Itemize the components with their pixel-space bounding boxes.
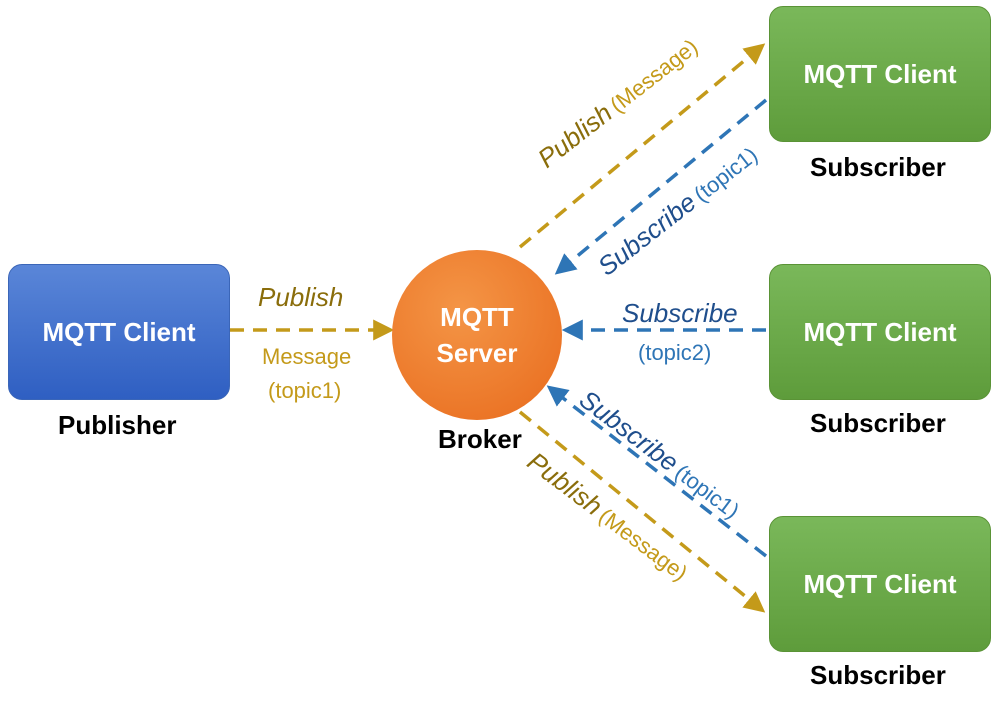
edge-sub2-subscribe-detail: (topic2) bbox=[638, 340, 712, 365]
subscriber-2-mqtt-client-box: MQTT Client bbox=[769, 264, 991, 400]
subscriber-1-caption: Subscriber bbox=[810, 152, 946, 182]
publisher-caption: Publisher bbox=[58, 410, 177, 440]
subscriber-1-mqtt-client-box: MQTT Client bbox=[769, 6, 991, 142]
edge-sub2-subscribe-verb: Subscribe bbox=[622, 298, 738, 328]
subscriber-2-box-label: MQTT Client bbox=[803, 316, 957, 347]
subscriber-3-mqtt-client-box: MQTT Client bbox=[769, 516, 991, 652]
broker-caption: Broker bbox=[438, 424, 522, 454]
publisher-mqtt-client-box: MQTT Client bbox=[8, 264, 230, 400]
subscriber-1-box-label: MQTT Client bbox=[803, 58, 957, 89]
edge-publish-message: Message bbox=[262, 344, 352, 369]
subscriber-3-caption: Subscriber bbox=[810, 660, 946, 690]
edge-publish-topic: (topic1) bbox=[268, 378, 342, 403]
subscriber-2-caption: Subscriber bbox=[810, 408, 946, 438]
arrow-broker-publish-sub3 bbox=[518, 410, 766, 613]
mqtt-server-node: MQTT Server bbox=[392, 250, 562, 420]
publisher-box-label: MQTT Client bbox=[42, 316, 196, 347]
server-label-line2: Server bbox=[436, 338, 518, 368]
edge-publish-verb: Publish bbox=[258, 282, 344, 312]
subscriber-3-box-label: MQTT Client bbox=[803, 568, 957, 599]
server-label-line1: MQTT bbox=[440, 302, 514, 332]
arrow-broker-publish-sub1 bbox=[518, 43, 766, 249]
